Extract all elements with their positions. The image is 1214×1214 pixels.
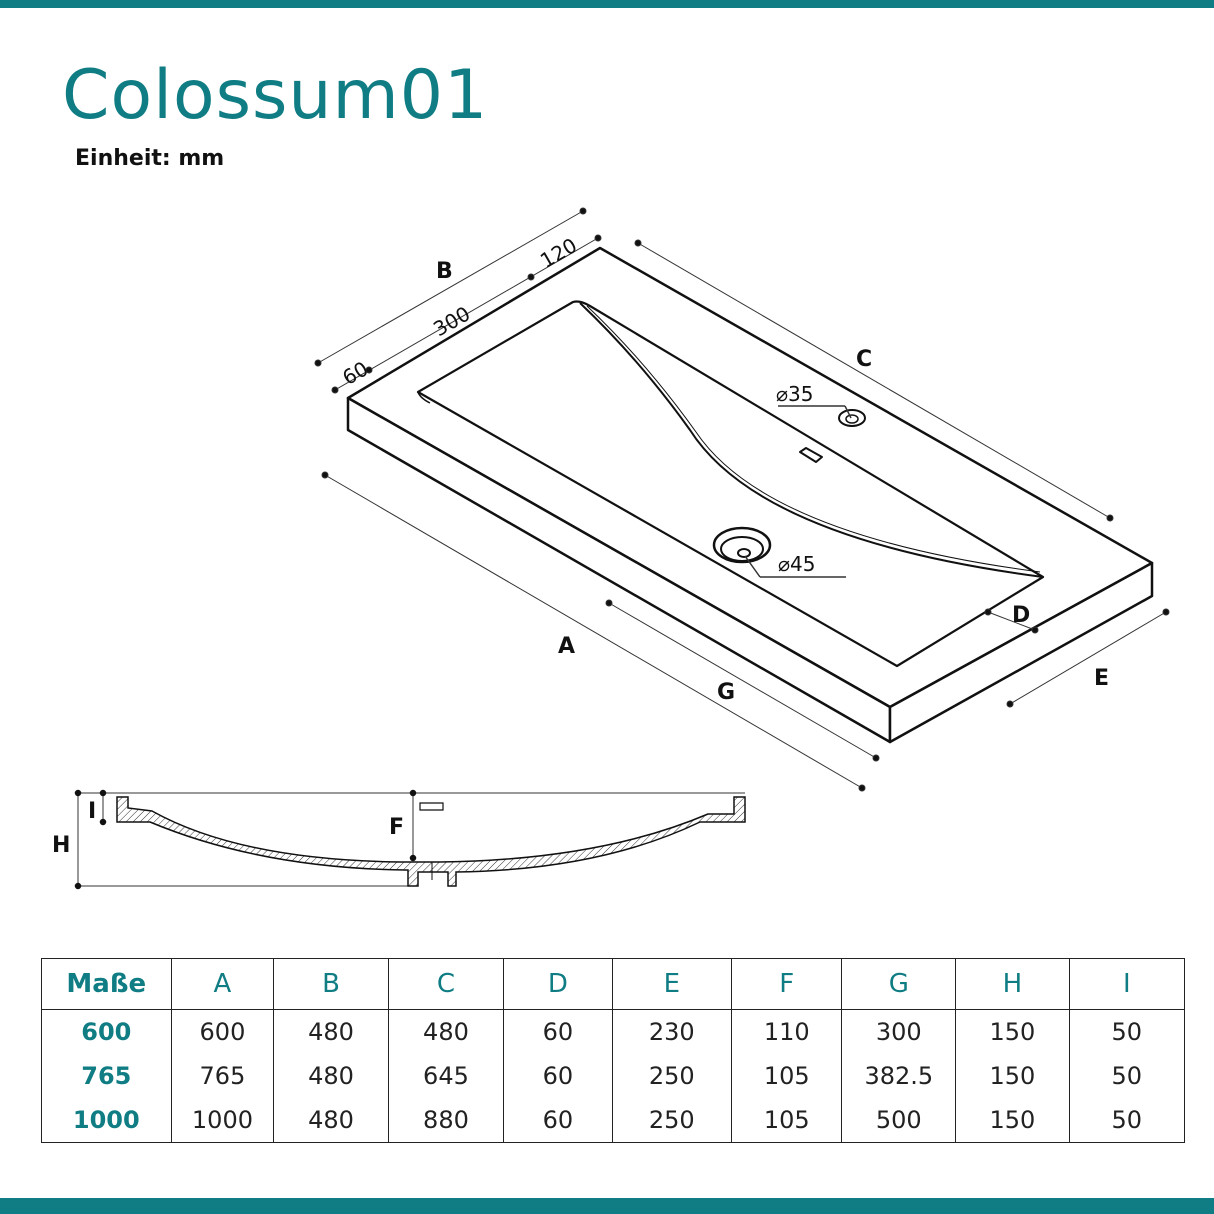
label-B: B [436,259,453,284]
dim-overflow-diameter: ⌀35 [776,382,814,406]
label-C: C [856,347,872,372]
label-I: I [88,799,96,824]
basin-slope-curve [579,302,1044,578]
table-cell: 50 [1068,1054,1186,1098]
label-A: A [558,634,575,659]
table-cell: 250 [611,1054,733,1098]
basin-back-edge [417,391,431,404]
table-header-row: Maße A B C D E F G H I [41,958,1186,1010]
table-row: 765 765 480 645 60 250 105 382.5 150 50 [41,1054,1186,1098]
table-cell: 50 [1068,1098,1186,1143]
column-header-F: F [730,958,843,1010]
column-header-H: H [955,958,1070,1010]
row-header: 765 [41,1054,172,1098]
column-header-E: E [611,958,733,1010]
table-cell: 480 [273,1009,389,1054]
label-G: G [717,680,735,705]
column-header-A: A [170,958,275,1010]
sink-isometric [346,246,1154,744]
column-header-G: G [841,958,957,1010]
table-cell: 765 [170,1054,275,1098]
section-overflow-slot [419,802,444,811]
section-hatched-wall [116,796,746,887]
column-header-I: I [1068,958,1186,1010]
drain-mid [720,536,764,562]
row-header: 600 [41,1009,172,1054]
row-header: 1000 [41,1098,172,1143]
basin-opening [416,300,1045,668]
table-cell: 110 [730,1009,843,1054]
drain-inner [737,548,751,558]
table-cell: 150 [955,1054,1070,1098]
label-E: E [1094,666,1109,691]
page-title: Colossum01 [62,56,489,135]
overflow-slot [799,447,823,463]
dim-drain-diameter: ⌀45 [778,552,816,576]
tap-hole [838,409,866,427]
column-header-C: C [387,958,505,1010]
section-labels: H I F [52,799,404,858]
table-cell: 500 [841,1098,957,1143]
label-H: H [52,833,70,858]
table-row: 600 600 480 480 60 230 110 300 150 50 [41,1009,1186,1054]
basin-slope-curve-inner [586,305,1041,573]
dimension-lines [314,207,1170,792]
table-cell: 250 [611,1098,733,1143]
top-accent-bar [0,0,1214,8]
table-cell: 1000 [170,1098,275,1143]
label-D: D [1012,603,1030,628]
table-cell: 382.5 [841,1054,957,1098]
table-cell: 60 [503,1098,613,1143]
table-cell: 50 [1068,1009,1186,1054]
table-cell: 300 [841,1009,957,1054]
table-cell: 60 [503,1054,613,1098]
table-cell: 880 [387,1098,505,1143]
table-row: 1000 1000 480 880 60 250 105 500 150 50 [41,1098,1186,1143]
table-cell: 105 [730,1098,843,1143]
sink-right-face [888,561,1154,744]
table-cell: 230 [611,1009,733,1054]
dimensions-table: Maße A B C D E F G H I 600 600 480 480 6… [41,958,1186,1143]
table-cell: 480 [273,1054,389,1098]
table-cell: 150 [955,1009,1070,1054]
column-header-D: D [503,958,613,1010]
technical-drawing: B 60 300 120 C ⌀35 ⌀45 D E A G H I F [52,207,1170,890]
column-header-B: B [273,958,389,1010]
table-cell: 480 [387,1009,505,1054]
table-cell: 480 [273,1098,389,1143]
table-corner-header: Maße [41,958,172,1010]
sink-section-view [74,789,746,890]
table-cell: 600 [170,1009,275,1054]
table-cell: 150 [955,1098,1070,1143]
table-cell: 60 [503,1009,613,1054]
unit-label: Einheit: mm [75,146,225,171]
tap-hole-inner [845,414,859,424]
bottom-accent-bar [0,1198,1214,1214]
label-F: F [389,815,404,840]
table-cell: 105 [730,1054,843,1098]
table-cell: 645 [387,1054,505,1098]
